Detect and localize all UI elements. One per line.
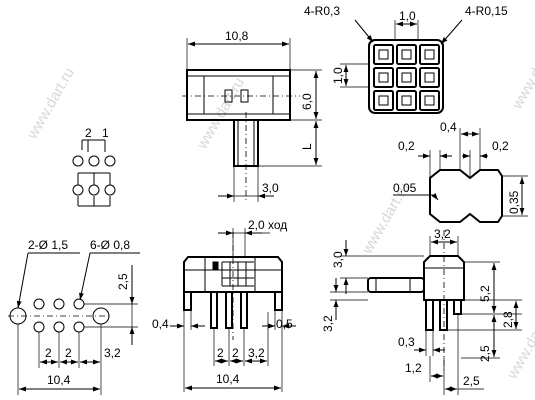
contact-thickness-label: 0,05 [393, 181, 417, 195]
leg-right [274, 291, 283, 311]
window-cell [396, 67, 417, 88]
window-cell-inner [424, 49, 435, 60]
front-pitch-1-label: 2 [217, 346, 224, 360]
pad-top-2 [53, 298, 65, 310]
contact-height-label: 0,35 [507, 190, 521, 214]
pin-bottom-left [72, 184, 84, 196]
pcb-footprint: 2-Ø 1,5 6-Ø 0,8 2,5 2 2 3,2 10,4 [8, 238, 140, 395]
shaft-width-label: 3,0 [262, 181, 279, 195]
side-shaft-label: 3,2 [321, 315, 335, 332]
pad-top-1 [33, 298, 45, 310]
side-leg-1 [425, 299, 434, 331]
window-cell-inner [378, 49, 389, 60]
window-cell-inner [378, 95, 389, 106]
window-cell [373, 67, 394, 88]
front-overall-label: 10,4 [216, 372, 240, 386]
side-pin-offset-label: 2,5 [463, 374, 480, 388]
window-cell [373, 90, 394, 111]
window-cell-inner [401, 49, 412, 60]
pin-bottom-mid [88, 184, 100, 196]
watermark-1: www.dart.ru [23, 65, 78, 143]
small-hole-label: 6-Ø 0,8 [90, 238, 130, 252]
pin-1-label: 1 [102, 126, 109, 140]
side-shaft [367, 277, 425, 293]
pin-bottom-right [104, 184, 116, 196]
side-leg-3 [453, 299, 462, 315]
pin-scheme: 2 1 [72, 126, 116, 207]
window-cell-inner [424, 72, 435, 83]
pin-1 [210, 291, 218, 329]
contact-top-label: 0,4 [440, 120, 457, 134]
contact-right-label: 0,2 [492, 139, 509, 153]
pad-bottom-3 [73, 321, 85, 333]
front-offset-label: 3,2 [248, 346, 265, 360]
height-label: 6,0 [300, 93, 314, 110]
front-left-gap-label: 0,4 [152, 317, 169, 331]
contact-profile [429, 169, 503, 223]
big-hole-label: 2-Ø 1,5 [28, 238, 68, 252]
window-frame [368, 39, 444, 114]
top-view: 10,8 6,0 L 3,0 [182, 29, 322, 202]
side-pin-height-label: 2,8 [501, 311, 515, 328]
window-cell [373, 44, 394, 65]
shaft-length-label: L [300, 143, 314, 150]
corner-radius-right-label: 4-R0,15 [465, 4, 508, 18]
contact-section: 0,4 0,2 0,2 0,05 0,35 [393, 120, 528, 223]
window-cell-inner [378, 72, 389, 83]
pin-2 [225, 291, 233, 329]
contact-window: 4-R0,3 4-R0,15 1,0 1,0 [304, 4, 508, 114]
front-view: 2,0 ход 0,4 0,5 2 2 3,2 10,4 [152, 218, 296, 392]
pad-bottom-1 [33, 321, 45, 333]
footprint-pitch-2-label: 2 [65, 346, 72, 360]
window-cell [396, 44, 417, 65]
front-right-gap-label: 0,5 [276, 317, 293, 331]
corner-radius-left-label: 4-R0,3 [304, 4, 340, 18]
side-pin-thickness-label: 0,3 [398, 335, 415, 349]
pad-bottom-2 [53, 321, 65, 333]
watermark-4: www.dart.ru [508, 35, 535, 113]
pin-2-label: 2 [85, 126, 92, 140]
window-cell [419, 44, 440, 65]
pitch-v-label: 1,0 [331, 67, 345, 84]
window-cell-inner [401, 72, 412, 83]
footprint-overall-label: 10,4 [47, 373, 71, 387]
side-top-width-label: 3,2 [434, 227, 451, 241]
footprint-offset-label: 3,2 [104, 346, 121, 360]
pin-top-left [72, 155, 84, 167]
front-pitch-2-label: 2 [232, 346, 239, 360]
window-cell [419, 90, 440, 111]
side-pin-length-label: 1,2 [405, 361, 422, 375]
window-cell-inner [424, 95, 435, 106]
pin-3 [240, 291, 248, 329]
leg-left [183, 291, 192, 311]
side-body-height-label: 5,2 [478, 285, 492, 302]
window-cell [419, 67, 440, 88]
side-left-height-label: 3,0 [331, 251, 345, 268]
row-pitch-label: 2,5 [116, 273, 130, 290]
width-label: 10,8 [225, 29, 249, 43]
pitch-h-label: 1,0 [399, 9, 416, 23]
pin-top-right [104, 155, 116, 167]
travel-label: 2,0 ход [248, 218, 287, 232]
pad-top-3 [73, 298, 85, 310]
footprint-pitch-1-label: 2 [45, 346, 52, 360]
window-cell-inner [401, 95, 412, 106]
side-pin-pitch-label: 2,5 [478, 345, 492, 362]
side-view: 3,2 3,0 3,2 5,2 2,8 2,5 0,3 [321, 227, 522, 395]
window-cell [396, 90, 417, 111]
contact-left-label: 0,2 [398, 139, 415, 153]
side-leg-2 [439, 299, 448, 331]
pin-top-mid [88, 155, 100, 167]
